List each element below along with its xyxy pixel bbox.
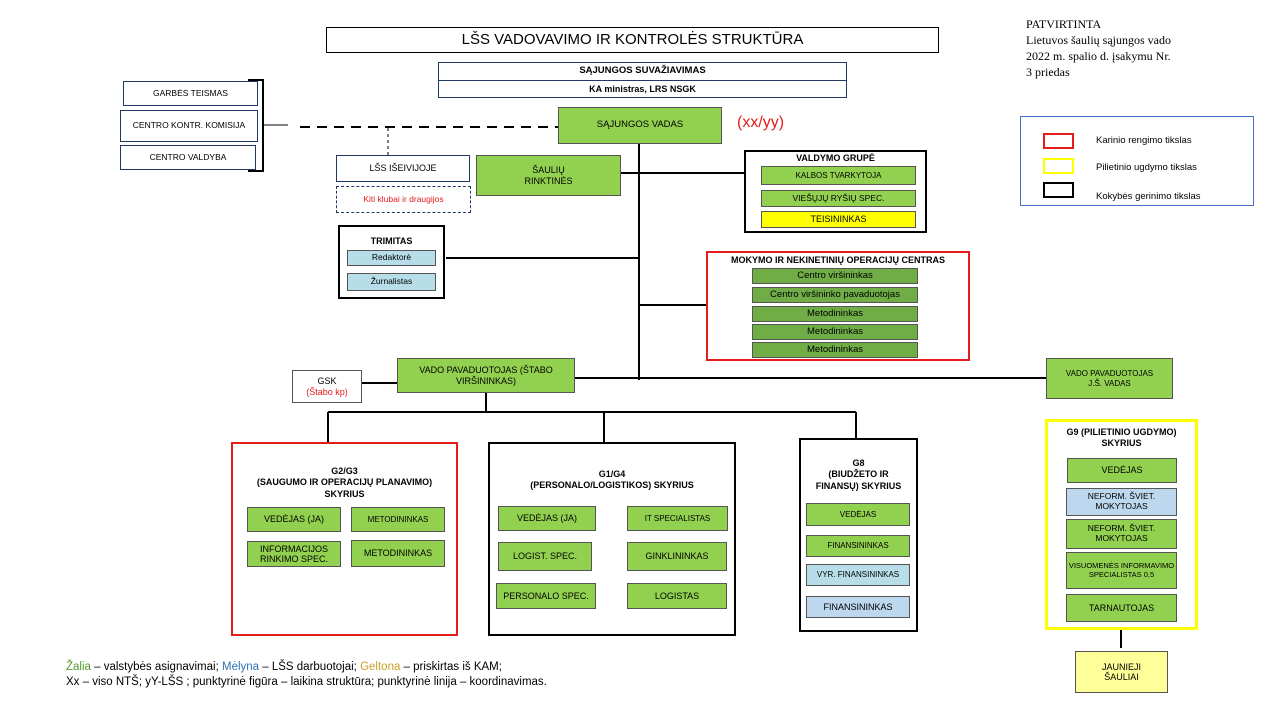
legend-item-military: Karinio rengimo tikslas xyxy=(1096,135,1192,146)
legend-black-swatch xyxy=(1043,182,1074,198)
honor-court-box: GARBĖS TEISMAS xyxy=(123,81,258,106)
g9-teacher-box-2: NEFORM. ŠVIET. MOKYTOJAS xyxy=(1066,519,1177,549)
audit-commission-box: CENTRO KONTR. KOMISIJA xyxy=(120,110,258,142)
editor-box: Redaktorė xyxy=(347,250,436,266)
gsk-box: GSK(Štabo kp) xyxy=(292,370,362,403)
management-group-frame xyxy=(744,150,927,233)
centre-deputy-box: Centro viršininko pavaduotojas xyxy=(752,287,918,303)
training-centre-title: MOKYMO IR NEKINETINIŲ OPERACIJŲ CENTRAS xyxy=(730,255,945,265)
g8-accountant-box-2: FINANSININKAS xyxy=(806,596,910,618)
methodologist-box-1: Metodininkas xyxy=(752,306,918,322)
g1g4-title: G1/G4(PERSONALO/LOGISTIKOS) SKYRIUS xyxy=(530,469,694,491)
congress-title: SĄJUNGOS SUVAŽIAVIMAS xyxy=(439,63,846,81)
approval-note: PATVIRTINTA Lietuvos šaulių sąjungos vad… xyxy=(1026,17,1171,79)
management-group-title: VALDYMO GRUPĖ xyxy=(796,153,875,163)
g8-frame xyxy=(799,438,918,632)
legend-red-swatch xyxy=(1043,133,1074,149)
methodologist-box-3: Metodininkas xyxy=(752,342,918,358)
g1g4-armourer-box: GINKLININKAS xyxy=(627,542,727,571)
exile-box: LŠS IŠEIVIJOJE xyxy=(336,155,470,182)
g2g3-title: G2/G3(SAUGUMO IR OPERACIJŲ PLANAVIMO)SKY… xyxy=(256,466,433,499)
g1g4-logistician-box: LOGISTAS xyxy=(627,583,727,609)
g9-title: G9 (PILIETINIO UGDYMO)SKYRIUS xyxy=(1066,427,1177,449)
g1g4-personnel-specialist-box: PERSONALO SPEC. xyxy=(496,583,596,609)
footer-line-1: Žalia – valstybės asignavimai; Mėlyna – … xyxy=(66,661,502,673)
page-title: LŠS VADOVAVIMO IR KONTROLĖS STRUKTŪRA xyxy=(326,27,939,53)
g2g3-head-box: VEDĖJAS (JA) xyxy=(247,507,341,532)
congress-box: SĄJUNGOS SUVAŽIAVIMAS KA ministras, LRS … xyxy=(438,62,847,98)
g8-chief-accountant-box: VYR. FINANSININKAS xyxy=(806,564,910,586)
congress-subtitle: KA ministras, LRS NSGK xyxy=(589,84,696,95)
clubs-box: Kiti klubai ir draugijos xyxy=(336,186,471,213)
g1g4-head-box: VEDĖJAS (JA) xyxy=(498,506,596,531)
centre-chief-box: Centro viršininkas xyxy=(752,268,918,284)
g1g4-it-specialist-box: IT SPECIALISTAS xyxy=(627,506,728,531)
legend-yellow-swatch xyxy=(1043,158,1074,174)
language-editor-box: KALBOS TVARKYTOJA xyxy=(761,166,916,185)
journalist-box: Žurnalistas xyxy=(347,273,436,291)
trimitas-title: TRIMITAS xyxy=(370,236,413,246)
g9-clerk-box: TARNAUTOJAS xyxy=(1066,594,1177,622)
methodologist-box-2: Metodininkas xyxy=(752,324,918,340)
g8-head-box: VEDĖJAS xyxy=(806,503,910,526)
g2g3-methodologist-box-1: METODININKAS xyxy=(351,507,445,532)
g9-information-specialist-box: VISUOMENĖS INFORMAVIMO SPECIALISTAS 0,5 xyxy=(1066,552,1177,589)
g2g3-info-specialist-box: INFORMACIJOS RINKIMO SPEC. xyxy=(247,541,341,567)
legend-item-civic: Pilietinio ugdymo tikslas xyxy=(1096,162,1197,173)
footer-legend: Žalia – valstybės asignavimai; Mėlyna – … xyxy=(66,660,666,690)
g1g4-logistics-specialist-box: LOGIST. SPEC. xyxy=(498,542,592,571)
legend: Karinio rengimo tikslas Pilietinio ugdym… xyxy=(1020,116,1254,206)
commander-note: (xx/yy) xyxy=(737,114,785,131)
footer-line-2: Xx – viso NTŠ; yY-LŠS ; punktyrinė figūr… xyxy=(66,676,547,688)
g8-accountant-box-1: FINANSININKAS xyxy=(806,535,910,557)
central-board-box: CENTRO VALDYBA xyxy=(120,145,256,170)
lawyer-box: TEISININKAS xyxy=(761,211,916,228)
g2g3-frame xyxy=(231,442,458,636)
g9-teacher-box-1: NEFORM. ŠVIET. MOKYTOJAS xyxy=(1066,488,1177,516)
g9-frame xyxy=(1045,419,1198,630)
training-centre-frame xyxy=(706,251,970,361)
public-relations-box: VIEŠŲJŲ RYŠIŲ SPEC. xyxy=(761,190,916,207)
g2g3-methodologist-box-2: METODININKAS xyxy=(351,540,445,567)
g9-head-box: VEDĖJAS xyxy=(1067,458,1177,483)
commander-box: SĄJUNGOS VADAS xyxy=(558,107,722,144)
g1g4-frame xyxy=(488,442,736,636)
trimitas-frame xyxy=(338,225,445,299)
legend-item-quality: Kokybės gerinimo tikslas xyxy=(1096,191,1201,202)
